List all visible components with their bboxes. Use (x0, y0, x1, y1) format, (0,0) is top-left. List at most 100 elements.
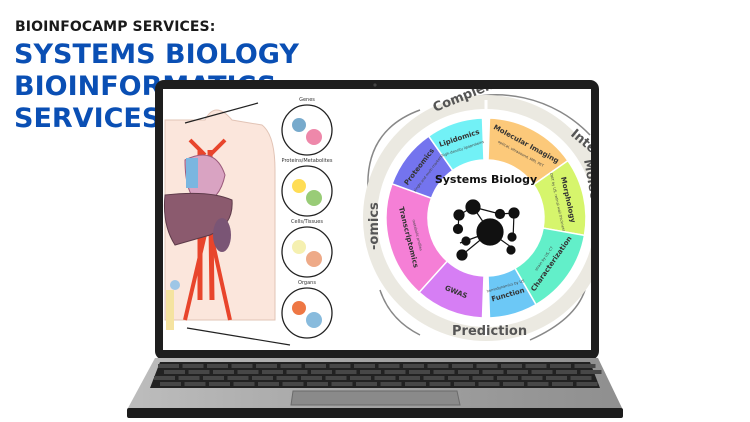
segment-sublabel: metabolic profiles (411, 219, 423, 251)
key[interactable] (521, 376, 543, 380)
key[interactable] (154, 376, 175, 380)
key[interactable] (227, 376, 249, 380)
key[interactable] (301, 376, 322, 380)
touchpad[interactable] (290, 390, 461, 406)
label-prediction: Prediction (452, 324, 527, 339)
scale-circle (281, 226, 333, 278)
scale-detail (306, 190, 322, 206)
key[interactable] (507, 370, 528, 374)
key[interactable] (282, 382, 304, 386)
key[interactable] (178, 376, 200, 380)
biological-scales: GenesProteins/MetabolitesCells/TissuesOr… (281, 97, 333, 339)
key[interactable] (448, 376, 469, 380)
key[interactable] (331, 382, 353, 386)
key[interactable] (409, 370, 430, 374)
key[interactable] (546, 376, 567, 380)
webcam-icon (373, 83, 377, 87)
key[interactable] (203, 376, 224, 380)
key[interactable] (433, 370, 455, 374)
key[interactable] (158, 364, 179, 368)
key[interactable] (423, 376, 445, 380)
key[interactable] (356, 382, 377, 386)
key[interactable] (503, 382, 524, 386)
key[interactable] (403, 364, 424, 368)
keyboard (150, 362, 600, 388)
key[interactable] (482, 370, 504, 374)
key[interactable] (570, 376, 592, 380)
key[interactable] (233, 382, 255, 386)
key[interactable] (311, 370, 332, 374)
page-title: SYSTEMS BIOLOGY BIOINFORMATICS SERVICES (14, 39, 534, 135)
key[interactable] (556, 370, 577, 374)
key[interactable] (531, 370, 553, 374)
key[interactable] (184, 382, 206, 386)
scale-detail (292, 240, 306, 254)
key[interactable] (454, 382, 475, 386)
scale-circle (281, 165, 333, 217)
title-line-2: SERVICES (14, 103, 162, 134)
key[interactable] (501, 364, 522, 368)
key[interactable] (213, 370, 234, 374)
key[interactable] (380, 382, 402, 386)
key[interactable] (525, 364, 547, 368)
title-line-1: SYSTEMS BIOLOGY BIOINFORMATICS (14, 39, 299, 102)
key[interactable] (325, 376, 347, 380)
key[interactable] (458, 370, 479, 374)
keyboard-keys (154, 364, 602, 386)
key[interactable] (276, 376, 298, 380)
scale-circle (281, 104, 333, 156)
key[interactable] (286, 370, 308, 374)
key[interactable] (329, 364, 351, 368)
key[interactable] (399, 376, 420, 380)
key[interactable] (160, 382, 181, 386)
key[interactable] (478, 382, 500, 386)
key[interactable] (552, 382, 573, 386)
key[interactable] (252, 376, 273, 380)
key[interactable] (237, 370, 259, 374)
eyebrow-heading: BIOINFOCAMP SERVICES: (15, 19, 216, 35)
key[interactable] (305, 364, 326, 368)
key[interactable] (209, 382, 230, 386)
scale-detail (292, 301, 306, 315)
scale-circle (281, 287, 333, 339)
key[interactable] (576, 382, 598, 386)
key[interactable] (256, 364, 277, 368)
key[interactable] (378, 364, 400, 368)
key[interactable] (550, 364, 571, 368)
key[interactable] (335, 370, 357, 374)
scale-label: Genes (299, 97, 315, 103)
key[interactable] (427, 364, 449, 368)
key[interactable] (472, 376, 494, 380)
key[interactable] (452, 364, 473, 368)
key[interactable] (164, 370, 185, 374)
key[interactable] (527, 382, 549, 386)
key[interactable] (574, 364, 596, 368)
scale-label: Proteins/Metabolites (282, 158, 333, 164)
key[interactable] (429, 382, 451, 386)
scale-label: Organs (298, 280, 316, 286)
scale-detail (306, 129, 322, 145)
key[interactable] (350, 376, 371, 380)
key[interactable] (307, 382, 328, 386)
key[interactable] (405, 382, 426, 386)
key[interactable] (231, 364, 253, 368)
key[interactable] (354, 364, 375, 368)
screen-content: GenesProteins/MetabolitesCells/TissuesOr… (164, 89, 591, 346)
key[interactable] (258, 382, 279, 386)
label-omics: -omics (367, 202, 382, 250)
key[interactable] (280, 364, 302, 368)
key[interactable] (360, 370, 381, 374)
key[interactable] (580, 370, 602, 374)
key[interactable] (384, 370, 406, 374)
key[interactable] (497, 376, 518, 380)
key[interactable] (182, 364, 204, 368)
key[interactable] (262, 370, 283, 374)
key[interactable] (207, 364, 228, 368)
key[interactable] (188, 370, 210, 374)
scale-label: Cells/Tissues (291, 219, 323, 225)
key[interactable] (374, 376, 396, 380)
key[interactable] (476, 364, 498, 368)
scale-detail (292, 179, 306, 193)
